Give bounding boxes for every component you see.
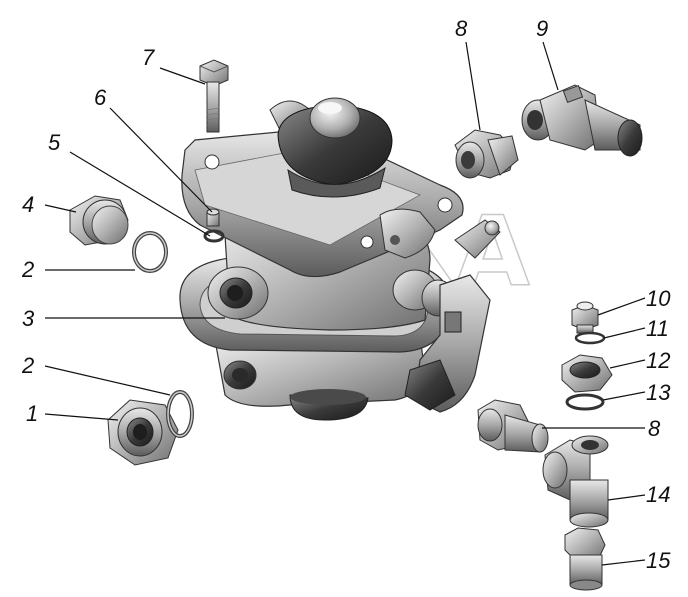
hex-nut-12-part	[561, 354, 613, 393]
callout-5: 5	[48, 130, 61, 155]
callout-8-lower: 8	[648, 416, 661, 441]
washer-13-part	[565, 393, 605, 411]
adapter-lower-part	[477, 399, 549, 453]
valve-body-assembly	[179, 97, 501, 421]
callout-11: 11	[646, 316, 669, 341]
elbow-fitting-part	[521, 84, 643, 157]
callout-2-lower: 2	[21, 353, 34, 378]
callout-1: 1	[26, 401, 38, 426]
callout-6: 6	[94, 85, 107, 110]
o-ring-upper-part	[132, 231, 168, 273]
nipple-part	[564, 527, 606, 591]
callout-9: 9	[536, 16, 548, 41]
washer-11-part	[574, 331, 606, 345]
callout-8-upper: 8	[455, 16, 468, 41]
adapter-upper-part	[454, 129, 519, 179]
callout-3: 3	[22, 306, 35, 331]
callout-14: 14	[646, 482, 670, 507]
callout-7: 7	[142, 45, 155, 70]
callout-10: 10	[646, 286, 671, 311]
tee-fitting-part	[542, 435, 609, 528]
plug-part	[69, 195, 129, 246]
small-fitting-part	[571, 301, 599, 334]
leader-lines	[44, 41, 646, 566]
small-washer-part	[203, 229, 225, 243]
nut-part	[107, 399, 179, 466]
callout-4: 4	[22, 192, 34, 217]
bolt-part	[199, 59, 229, 133]
small-screw-part	[206, 208, 220, 227]
callout-15: 15	[646, 548, 671, 573]
callout-2-upper: 2	[21, 257, 34, 282]
callout-13: 13	[646, 380, 671, 405]
callout-labels: 7 6 5 4 2 3 2 1 8 9 10 11 12 13 8 14 15	[21, 16, 671, 573]
o-ring-lower-part	[166, 390, 194, 438]
callout-12: 12	[646, 348, 670, 373]
